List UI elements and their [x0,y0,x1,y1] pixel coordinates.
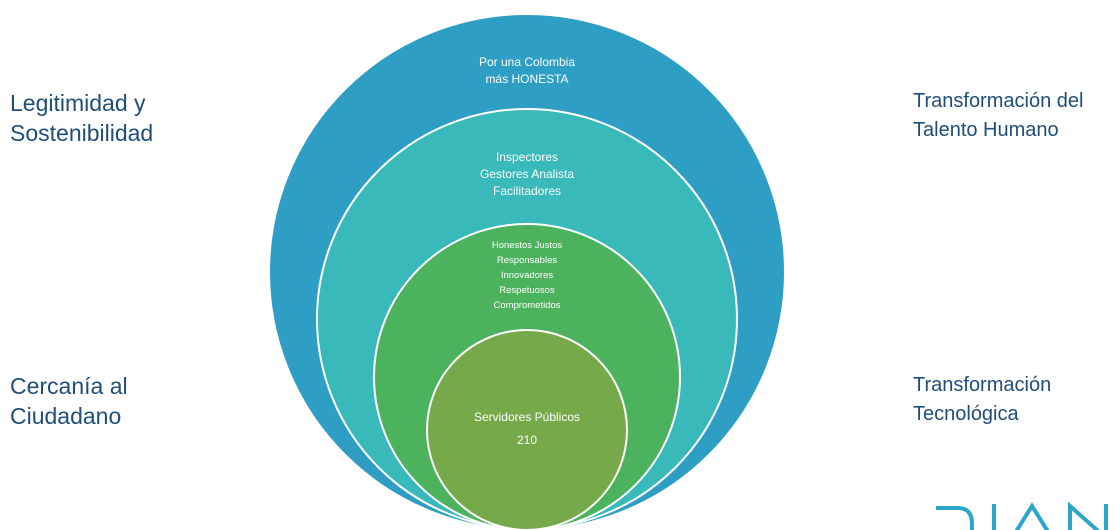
ring-second-line-3: Facilitadores [493,184,561,198]
label-tecnologica: Transformación Tecnológica [913,374,1052,425]
logo-n-stroke [1068,501,1108,530]
logo-a-stroke [1014,502,1050,530]
ring-outer-line-2: más HONESTA [485,72,568,86]
label-legitimidad: Legitimidad y Sostenibilidad [10,90,154,146]
ring-third-line-4: Respetuosos [499,285,555,296]
ring-third-line-1: Honestos Justos [492,240,562,251]
ring-second-line-2: Gestores Analista [480,167,574,181]
dian-logo-strokes [936,501,1108,530]
ring-third-line-2: Responsables [497,255,557,266]
ring-second-line-1: Inspectores [496,150,558,164]
ring-outer-line-1: Por una Colombia [479,55,575,69]
dian-logo-icon [936,498,1115,530]
ring-inner-line-1: Servidores Públicos [474,410,580,424]
ring-inner: Servidores Públicos 210 [426,329,628,530]
label-cercania: Cercanía al Ciudadano [10,373,128,429]
label-talento-humano: Transformación del Talento Humano [913,90,1084,141]
dian-logo-shape [936,501,1108,530]
logo-d-stroke [936,506,974,530]
ring-third-line-3: Innovadores [501,270,554,281]
ring-inner-circle [426,329,628,530]
ring-inner-line-2: 210 [517,433,537,447]
ring-third-line-5: Comprometidos [493,300,560,311]
